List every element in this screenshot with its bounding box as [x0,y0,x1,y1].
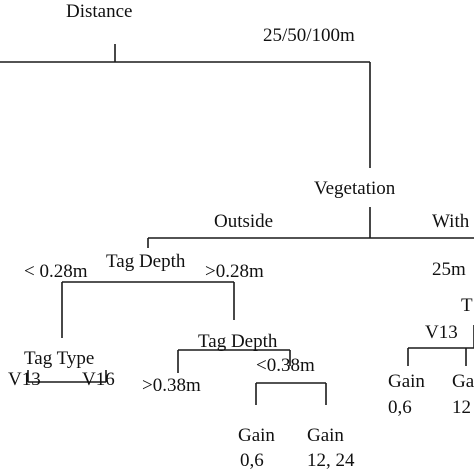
right-gain-a-value: 0,6 [388,397,412,418]
branch-gt-028: >0.28m [205,261,264,282]
branch-distance-right: 25/50/100m [263,25,355,46]
node-vegetation: Vegetation [314,178,396,199]
node-distance: Distance [66,1,133,22]
right-partial-25m: 25m [432,259,466,280]
right-gain-b: Ga [452,371,474,392]
right-partial-t: T [461,295,473,316]
right-gain-a: Gain [388,371,425,392]
node-tag-type: Tag Type [24,348,95,369]
branch-within-partial: With [432,211,470,232]
branch-outside: Outside [214,211,274,232]
gain-b-value: 12, 24 [307,450,355,471]
branch-lt-028: < 0.28m [24,261,88,282]
right-gain-b-value: 12 [452,397,471,418]
right-partial-v13: V13 [425,322,458,343]
node-tag-depth-2: Tag Depth [198,331,278,352]
leaf-v13: V13 [8,369,41,390]
branch-lt-038: <0.38m [256,355,315,376]
leaf-v16: V16 [82,369,115,390]
node-tag-depth-1: Tag Depth [106,251,186,272]
gain-a-value: 0,6 [240,450,264,471]
node-gain-b: Gain [307,425,344,446]
node-gain-a: Gain [238,425,275,446]
branch-gt-038: >0.38m [142,375,201,396]
